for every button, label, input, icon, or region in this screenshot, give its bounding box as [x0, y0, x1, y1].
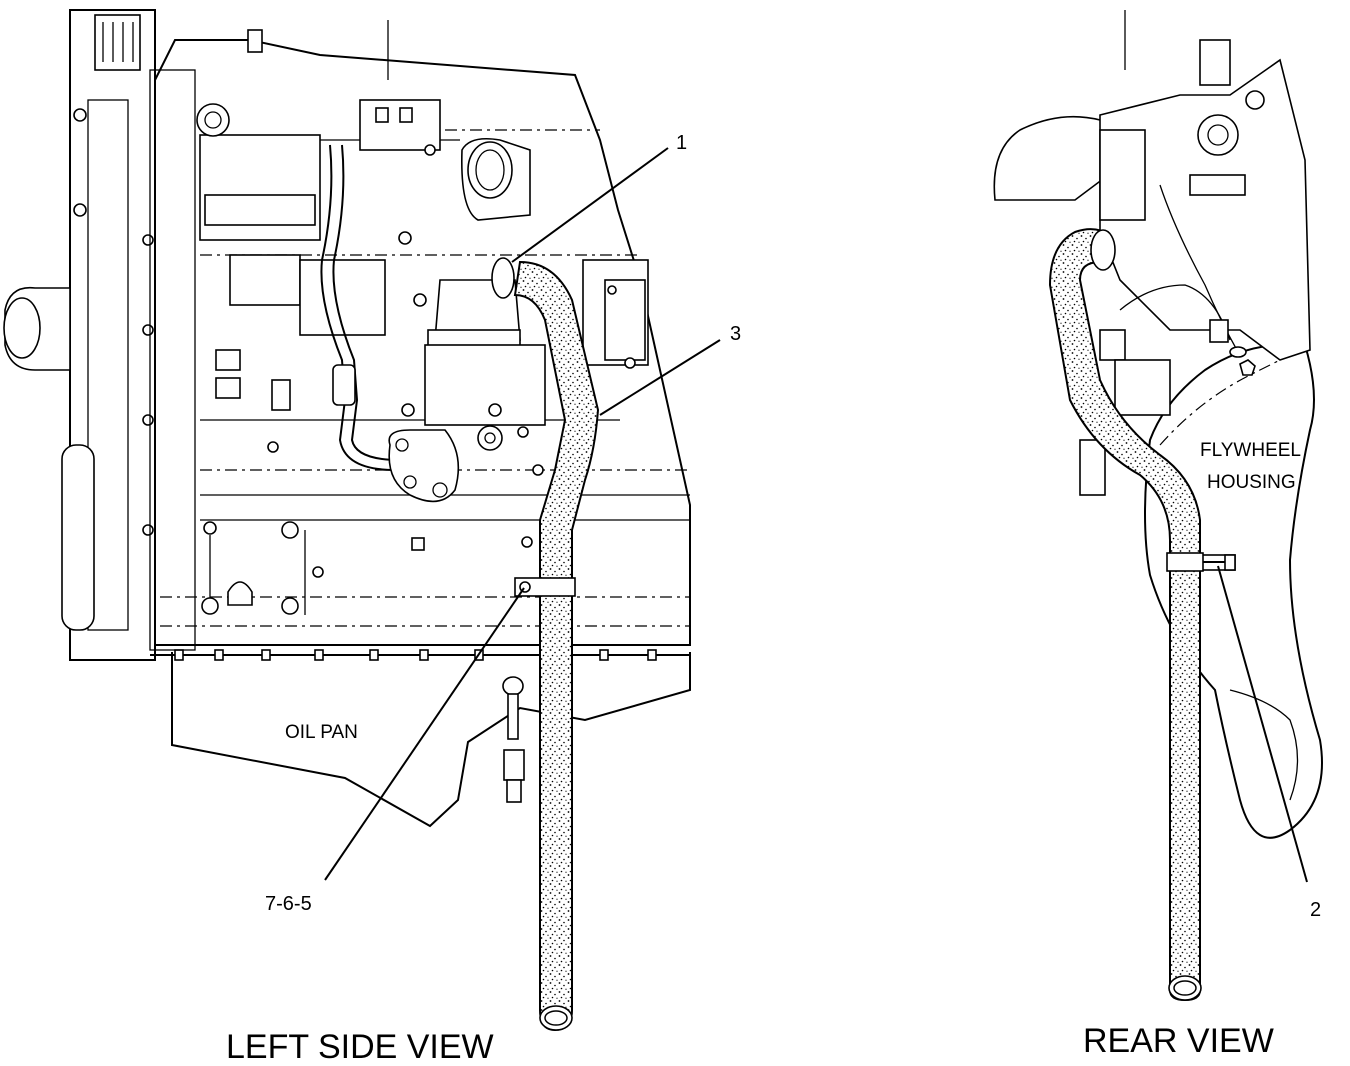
block-bolts [201, 441, 544, 615]
callout-7-6-5: 7-6-5 [265, 893, 312, 915]
callout-1: 1 [676, 132, 687, 154]
oil-pan-label: OIL PAN [285, 722, 358, 743]
rear-view-title: REAR VIEW [1083, 1022, 1274, 1060]
housing-label: HOUSING [1207, 472, 1296, 493]
right-side-panel [582, 259, 649, 369]
rear-view-engine [993, 10, 1323, 839]
dipstick [502, 676, 525, 803]
leader-line-2 [1217, 565, 1308, 883]
left-side-view-engine [3, 9, 691, 828]
callout-3: 3 [730, 323, 741, 345]
mounting-plate [388, 425, 529, 503]
left-side-view-title: LEFT SIDE VIEW [226, 1028, 494, 1066]
leader-lines-left [324, 147, 721, 881]
elbow-outlet [461, 137, 531, 221]
hose-clamp [514, 577, 576, 597]
flywheel-label: FLYWHEEL [1200, 440, 1301, 461]
rear-hose-clamp [1166, 552, 1204, 572]
front-pulley-assembly [3, 9, 196, 661]
breather-hose [513, 260, 600, 1032]
fuel-system-components [196, 20, 441, 411]
callout-2: 2 [1310, 899, 1321, 921]
rear-breather-hose [1048, 228, 1236, 1002]
